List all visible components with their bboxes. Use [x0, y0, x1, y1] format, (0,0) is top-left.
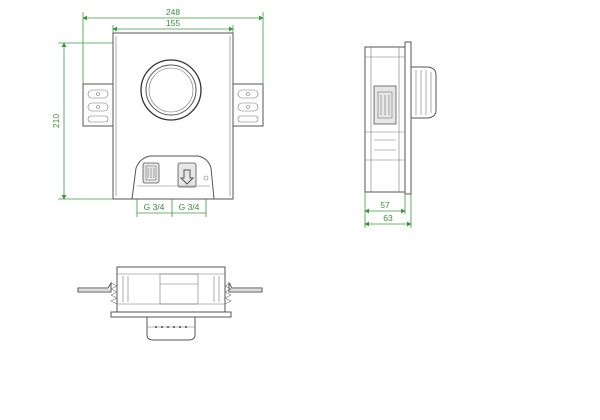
front-view: 248 155 210 G 3/4 G 3/4 [51, 7, 264, 217]
top-box-body [116, 266, 226, 313]
dimension-box-width: 155 [112, 18, 234, 33]
central-opening [140, 59, 202, 121]
top-knob [146, 316, 196, 341]
box-body [112, 32, 234, 200]
dimension-depth-outer: 63 [364, 194, 412, 228]
dimension-overall-width: 248 [82, 7, 264, 84]
left-mounting-bracket [82, 83, 114, 127]
dim-overall-height-label: 210 [51, 114, 61, 128]
dim-box-width-label: 155 [166, 18, 180, 28]
dim-depth-inner-label: 57 [380, 200, 390, 210]
dimension-overall-height: 210 [51, 42, 113, 200]
side-front-plate [404, 41, 412, 195]
side-knob [410, 66, 437, 119]
top-right-bracket [228, 281, 263, 293]
top-front-plate [110, 311, 232, 318]
top-left-bracket [77, 281, 112, 293]
dim-thread-left-label: G 3/4 [144, 202, 165, 212]
dim-thread-right-label: G 3/4 [179, 202, 200, 212]
down-arrow-icon [179, 169, 195, 185]
side-view: 57 63 [364, 41, 437, 228]
dim-overall-width-label: 248 [166, 7, 180, 17]
top-view [77, 266, 263, 341]
dimension-threads: G 3/4 G 3/4 [136, 199, 207, 217]
right-mounting-bracket [232, 83, 264, 127]
dim-depth-outer-label: 63 [383, 213, 393, 223]
valve-block [131, 155, 215, 200]
side-box-body [364, 46, 406, 193]
